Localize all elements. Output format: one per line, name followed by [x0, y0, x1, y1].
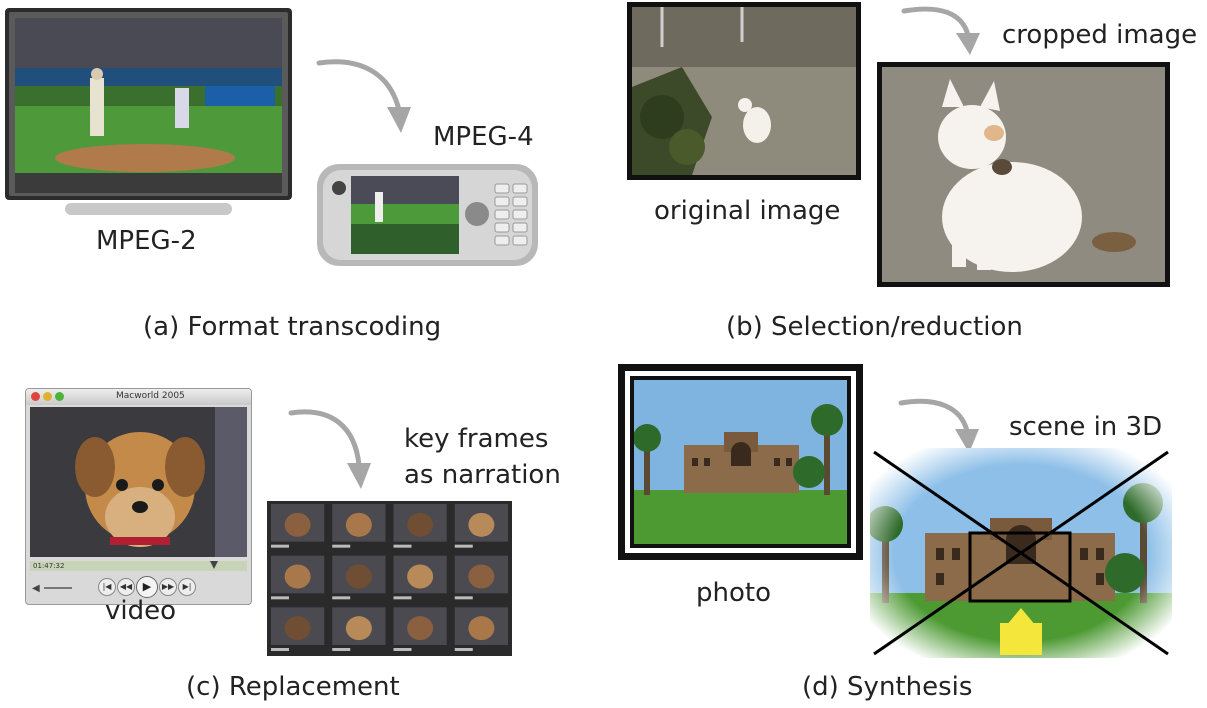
fast-forward-icon[interactable]: ▶▶ — [159, 578, 177, 596]
curved-arrow-icon — [898, 398, 979, 453]
video-label: video — [105, 596, 177, 626]
key-frame-thumbnail — [332, 607, 386, 651]
panel-b: original image cropped image (b) Selecti… — [600, 0, 1207, 360]
key-frames-label-line2: as narration — [404, 460, 561, 490]
key-frame-thumbnail — [332, 555, 386, 600]
volume-icon[interactable]: ◀ — [32, 583, 40, 594]
mpeg4-label: MPEG-4 — [433, 122, 534, 152]
photo-label: photo — [696, 578, 771, 608]
progress-bar[interactable]: 01:47:32 — [30, 561, 247, 571]
player-controls: ◀ |◀ ◀◀ ▶ ▶▶ ▶| — [26, 575, 251, 601]
curved-arrow-icon — [316, 59, 411, 133]
key-frame-thumbnail — [332, 504, 386, 548]
mpeg2-label: MPEG-2 — [96, 226, 197, 256]
caption-b: (b) Selection/reduction — [726, 312, 1023, 342]
minimize-icon[interactable] — [43, 392, 52, 401]
scene-3d-image — [870, 448, 1172, 658]
curved-arrow-icon — [901, 6, 980, 55]
caption-d: (d) Synthesis — [802, 672, 973, 702]
key-frames-grid — [267, 501, 512, 656]
zoom-icon[interactable] — [55, 392, 64, 401]
scene-3d-label: scene in 3D — [1009, 412, 1163, 442]
key-frame-thumbnail — [454, 504, 508, 548]
photo-image — [618, 364, 863, 560]
original-image — [627, 2, 861, 180]
player-time: 01:47:32 — [33, 562, 65, 570]
player-title: Macworld 2005 — [116, 391, 185, 401]
rewind-start-icon[interactable]: |◀ — [98, 578, 116, 596]
key-frame-thumbnail — [393, 607, 447, 651]
video-frame — [30, 407, 247, 557]
tv-image — [5, 8, 292, 218]
key-frame-thumbnail — [393, 555, 447, 600]
cropped-image — [877, 62, 1170, 287]
phone-image — [315, 162, 540, 268]
key-frame-thumbnail — [271, 504, 325, 548]
caption-c: (c) Replacement — [186, 672, 400, 702]
panel-c: Macworld 2005 01:47:32 ◀ |◀ — [0, 360, 600, 708]
key-frames-label-line1: key frames — [404, 424, 549, 454]
key-frame-thumbnail — [454, 607, 508, 651]
video-player-image: Macworld 2005 01:47:32 ◀ |◀ — [25, 388, 252, 605]
key-frame-thumbnail — [454, 555, 508, 600]
player-titlebar: Macworld 2005 — [26, 389, 251, 405]
close-icon[interactable] — [31, 392, 40, 401]
caption-a: (a) Format transcoding — [143, 312, 442, 342]
cropped-image-label: cropped image — [1002, 20, 1198, 50]
original-image-label: original image — [654, 196, 841, 226]
rewind-icon[interactable]: ◀◀ — [117, 578, 135, 596]
panel-a: MPEG-2 MPEG-4 — [0, 0, 600, 360]
playhead[interactable] — [210, 561, 218, 569]
curved-arrow-icon — [288, 409, 371, 489]
play-icon[interactable]: ▶ — [136, 576, 158, 598]
key-frame-thumbnail — [271, 555, 325, 600]
key-frame-thumbnail — [393, 504, 447, 548]
skip-end-icon[interactable]: ▶| — [178, 578, 196, 596]
panel-d: photo scene in 3D — [600, 360, 1207, 708]
volume-slider[interactable] — [44, 587, 72, 589]
key-frame-thumbnail — [271, 607, 325, 651]
